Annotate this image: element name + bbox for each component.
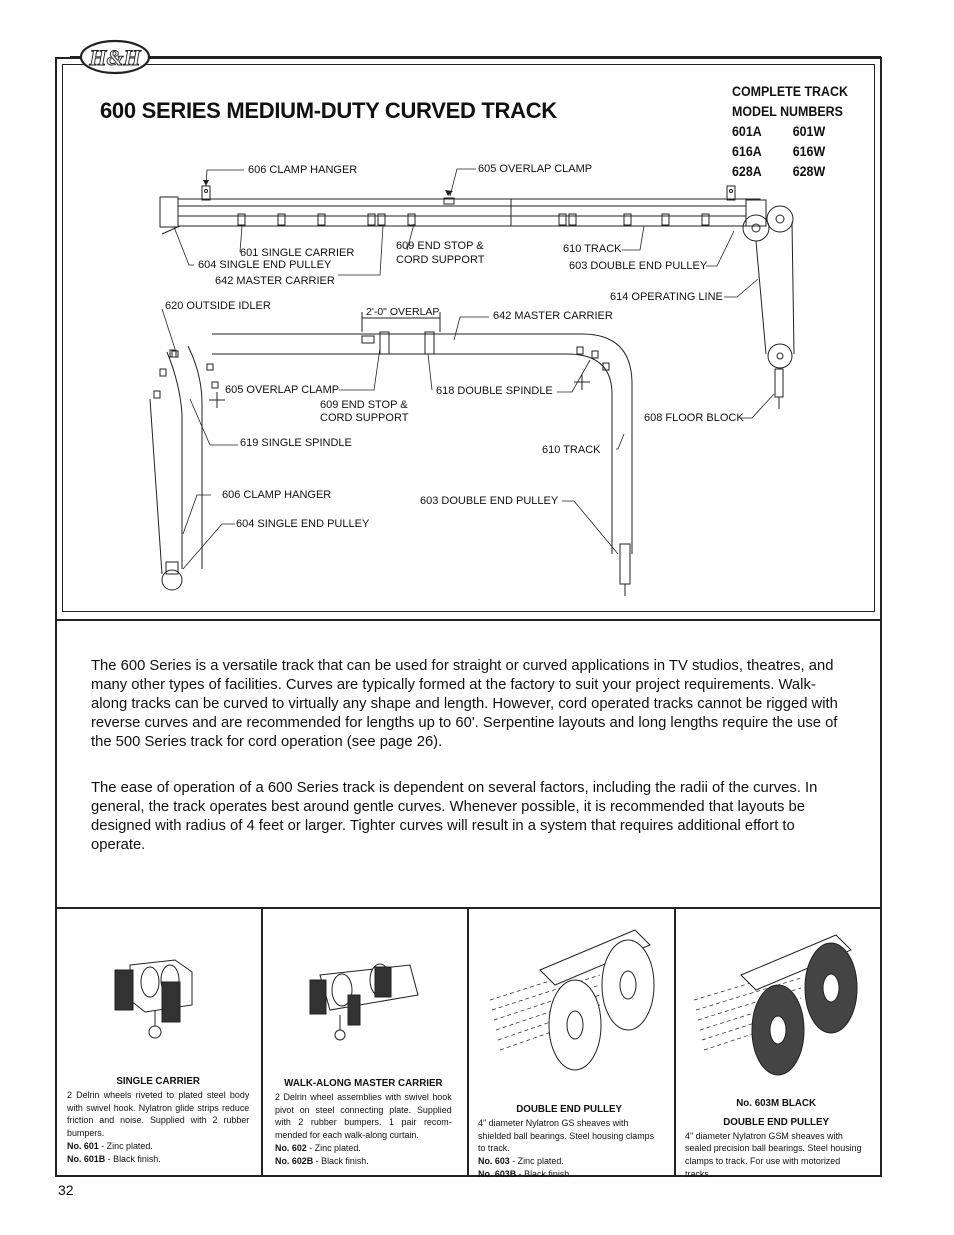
overlap-clamp [361,335,375,344]
product-variant-number: No. 601 [67,1140,99,1152]
product-variant-text: - Black finish. [516,1168,572,1180]
overlap-clamp [443,197,455,205]
product-description: 2 Delrin wheels riveted to plated steel … [67,1089,250,1140]
label-609-end-stop: 609 END STOP & [396,240,484,252]
product-title: DOUBLE END PULLEY [516,1103,623,1115]
single-end-pulley [161,569,183,591]
divider [55,619,882,621]
body-paragraph: The ease of operation of a 600 Series tr… [91,780,818,853]
product-title: SINGLE CARRIER [116,1075,200,1087]
label-618-double-spindle: 618 DOUBLE SPINDLE [436,385,553,397]
model-number: 616W [792,144,826,159]
label-642-master-carrier: 642 MASTER CARRIER [493,310,613,322]
label-606-clamp-hanger: 606 CLAMP HANGER [222,489,332,501]
spindles [153,346,610,399]
double-end-pulley [619,543,631,585]
model-number: 628W [792,164,826,179]
header-rule [160,56,881,58]
product-title: No. 603M BLACK [736,1097,817,1109]
model-number: 628A [732,164,762,179]
product-caption-walk-along-master-carrier: WALK-ALONG MASTER CARRIER 2 Delrin wheel… [275,1077,452,1169]
product-variant-text: - Zinc plated. [98,1140,153,1152]
double-end-pulley-illustration [489,929,655,1071]
svg-text:H&H: H&H [88,45,141,70]
label-620-outside-idler: 620 OUTSIDE IDLER [165,300,271,312]
model-numbers: COMPLETE TRACK MODEL NUMBERS 601A 601W 61… [732,82,848,182]
label-604-single-end-pulley: 604 SINGLE END PULLEY [236,518,370,530]
label-610-track: 610 TRACK [563,243,622,255]
model-number: 601A [732,124,762,139]
track-diagram [149,168,795,596]
product-description: 4" diameter Nylatron GS sheaves with shi… [478,1117,655,1155]
label-609-cord-support: CORD SUPPORT [320,412,409,424]
label-604-single-end-pulley: 604 SINGLE END PULLEY [198,259,332,271]
divider [674,907,676,1177]
product-variant-number: No. 602B [275,1155,314,1167]
single-end-pulley [159,196,179,228]
label-642-master-carrier: 642 MASTER CARRIER [215,275,335,287]
model-row: 601A 601W [732,122,848,142]
product-variant-text: - Black finish. [105,1153,161,1165]
product-caption-double-end-pulley: DOUBLE END PULLEY 4" diameter Nylatron G… [478,1103,660,1182]
model-row: 616A 616W [732,142,848,162]
label-609-end-stop: 609 END STOP & [320,399,408,411]
product-variant-text: - Zinc plated. [509,1156,564,1168]
straight-track [159,198,761,227]
clamp-hanger [726,185,736,201]
label-619-single-spindle: 619 SINGLE SPINDLE [240,437,352,449]
label-609-cord-support: CORD SUPPORT [396,254,485,266]
single-carrier-illustration [114,959,193,1039]
label-601-single-carrier: 601 SINGLE CARRIER [240,247,355,259]
product-title: WALK-ALONG MASTER CARRIER [284,1077,443,1089]
product-variant-number: No. 602 [275,1142,307,1154]
floor-block [767,343,793,369]
carriers [237,213,710,226]
page-number: 32 [58,1182,74,1198]
model-number: 616A [732,144,762,159]
hh-logo: H&H [70,39,160,75]
model-row: 628A 628W [732,162,848,182]
diagram-panel [62,64,875,612]
label-606-clamp-hanger: 606 CLAMP HANGER [248,164,358,176]
product-variant-number: No. 603B [478,1168,517,1180]
divider [467,907,469,1177]
label-605-overlap-clamp: 605 OVERLAP CLAMP [478,163,593,175]
product-description: 4" diameter Nylatron GSM sheaves with se… [685,1130,862,1180]
label-605-overlap-clamp: 605 OVERLAP CLAMP [225,384,340,396]
product-caption-motorized-double-end-pulley: No. 603M BLACK DOUBLE END PULLEY 4" diam… [685,1097,867,1182]
product-title: DOUBLE END PULLEY [723,1115,830,1128]
label-603-double-end-pulley: 603 DOUBLE END PULLEY [420,495,559,507]
product-variant-text: - Black finish. [313,1155,369,1167]
label-608-floor-block: 608 FLOOR BLOCK [644,412,744,424]
curved-track-left [166,351,183,569]
motorized-double-end-pulley-illustration [693,934,858,1076]
product-variant-number: No. 603 [478,1156,510,1168]
label-610-track: 610 TRACK [542,444,601,456]
product-description: 2 Delrin wheel assemblies with swivel ho… [275,1091,452,1142]
product-variant-number: No. 601B [67,1153,106,1165]
model-numbers-heading: MODEL NUMBERS [732,104,843,119]
walk-along-master-carrier-illustration [309,963,419,1041]
model-numbers-heading: COMPLETE TRACK [732,84,848,99]
label-614-operating-line: 614 OPERATING LINE [610,291,723,303]
body-paragraph: The 600 Series is a versatile track that… [91,658,838,750]
product-caption-single-carrier: SINGLE CARRIER 2 Delrin wheels riveted t… [67,1075,249,1167]
page-title: 600 SERIES MEDIUM-DUTY CURVED TRACK [100,98,557,123]
label-603-double-end-pulley: 603 DOUBLE END PULLEY [569,260,708,272]
label-overlap: 2'-0" OVERLAP [366,306,440,318]
leader-lines [161,168,775,570]
model-number: 601W [792,124,826,139]
product-variant-text: - Zinc plated. [306,1142,361,1154]
divider [261,907,263,1177]
curved-track-right [212,333,633,554]
